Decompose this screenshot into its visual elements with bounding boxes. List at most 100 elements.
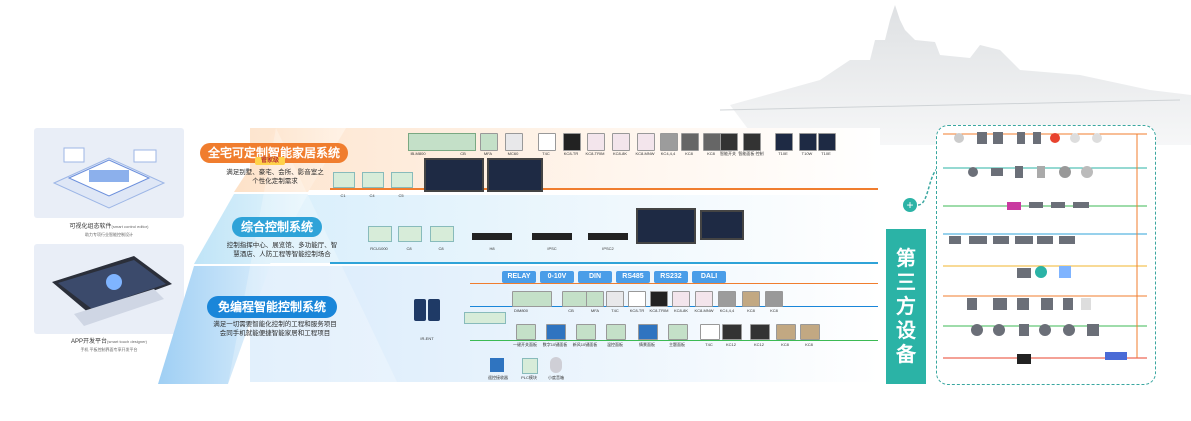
level1-desc-line2: 个性化定制需求	[252, 178, 298, 185]
third-party-device-diagram	[943, 132, 1147, 364]
row2-device-rcu	[368, 226, 392, 242]
row3-device-label: KC8	[747, 308, 755, 313]
app-sub: 手机 平板控制界面专享开发平台	[80, 347, 138, 352]
row1-device-label: KC8	[707, 151, 715, 156]
row3-bottom-device	[700, 324, 720, 340]
row3-bottom-label: KC12	[725, 342, 736, 347]
row3-device	[606, 291, 624, 307]
smart-speaker	[550, 357, 562, 373]
row1-device-label: KC8-MNW	[635, 151, 655, 156]
phone-icon	[414, 299, 426, 321]
row1-module-c5	[391, 172, 413, 188]
level2-desc-line2: 慧酒店、人防工程等智能控制场合	[233, 251, 331, 258]
row3-more-1: PLC模块	[521, 375, 537, 380]
smart-touch-designer-caption: APP开发平台(smart touch designer) 手机 平板控制界面专…	[34, 338, 184, 354]
row3-bottom-device	[776, 324, 796, 340]
row1-device	[799, 133, 817, 151]
level3-desc-line2: 会同手机就能便捷智能家居和工程项目	[219, 330, 331, 337]
row2-device-c8b	[430, 226, 454, 242]
protocol-relay: RELAY	[502, 271, 536, 283]
row3-bottom-label: 情景面板	[639, 342, 655, 347]
level3-desc: 满足一切需要智能化控制的工程和服务项目会同手机就能便捷智能家居和工程项目	[200, 320, 350, 338]
editor-title-en: (smart control editor)	[111, 224, 149, 229]
tablet-illustration	[52, 256, 172, 326]
row1-device	[818, 133, 836, 151]
protocol-din: DIN	[578, 271, 612, 283]
level1-tag: 管家级	[255, 157, 285, 165]
level2-desc-line1: 控制指挥中心、展览馆、多功能厅、智	[226, 242, 338, 249]
row3-bottom-device	[800, 324, 820, 340]
row1-device-label: KC8-TRIM	[585, 151, 605, 156]
row3-bottom-label: KC8	[781, 342, 789, 347]
app-title: APP开发平台	[70, 339, 107, 345]
row3-bottom-device	[516, 324, 536, 340]
row3-bottom-device	[638, 324, 658, 340]
row1-device	[538, 133, 556, 151]
row3-device	[628, 291, 646, 307]
row3-bottom-label: 温控面板	[607, 342, 623, 347]
row3-bottom-device	[546, 324, 566, 340]
isometric-editor-illustration	[52, 147, 166, 209]
row3-bottom-device	[576, 324, 596, 340]
row3-bottom-label: 新风10键面板	[572, 342, 598, 347]
level3-relay-line	[470, 283, 878, 284]
ship-background-illustration	[719, 5, 1191, 145]
row3-device	[765, 291, 783, 307]
row2-device-h8	[472, 233, 512, 240]
row3-device-label: KC8-TR	[629, 308, 645, 313]
row3-device-label: T4C	[611, 308, 619, 313]
row3-more-0: 遥控接收器	[488, 375, 508, 380]
row2-label-2: C8	[438, 246, 444, 251]
gateway-label: IR-ENT	[420, 336, 434, 341]
level1-desc-line1: 满足别墅、豪宅、会所、影音室之	[226, 169, 324, 176]
row3-device	[695, 291, 713, 307]
row3-bottom-label: 一键开关面板	[513, 342, 537, 347]
third-party-char-4: 备	[896, 344, 916, 366]
row1-sub-label-1: C4	[369, 193, 375, 198]
row3-bottom-device	[722, 324, 742, 340]
level1-desc: 满足别墅、豪宅、会所、影音室之个性化定制需求	[215, 168, 335, 186]
phone-icon	[428, 299, 440, 321]
row1-device-label: MFA	[483, 151, 493, 156]
third-party-label: 第 三 方 设 备	[886, 229, 926, 384]
row3-bottom-label: T4C	[705, 342, 713, 347]
row2-label-0: RCU1000	[370, 246, 388, 251]
row3-bottom-label: 主题面板	[669, 342, 685, 347]
row1-device	[563, 133, 581, 151]
protocol-rs485: RS485	[616, 271, 650, 283]
row2-device-ipsc	[532, 233, 572, 240]
row1-device	[480, 133, 498, 151]
row3-device-label: CB	[568, 308, 574, 313]
row1-device	[681, 133, 699, 151]
row1-device	[612, 133, 630, 151]
smart-touch-designer-card	[34, 244, 184, 334]
row1-device-label: 智能开关	[720, 151, 736, 156]
row1-device	[660, 133, 678, 151]
row3-bottom-label: KC8	[805, 342, 813, 347]
third-party-char-3: 设	[896, 320, 916, 342]
row1-device-label: CB	[460, 151, 466, 156]
row3-device-label: MFA	[590, 308, 600, 313]
row3-bottom-device	[750, 324, 770, 340]
row1-device-label: T4C	[542, 151, 550, 156]
editor-sub: 助力专项行业智能控制设计	[85, 232, 133, 237]
level3-bus-line-green	[470, 340, 878, 341]
row1-device-label: KC4,4,4	[660, 151, 676, 156]
level2-band	[250, 195, 880, 263]
row1-touch-panel-a	[424, 158, 484, 192]
level2-title: 综合控制系统	[232, 217, 322, 237]
row3-device-label: DIM800	[513, 308, 528, 313]
row2-label-4: IPSC	[547, 246, 557, 251]
row3-device	[586, 291, 604, 307]
row3-device	[512, 291, 552, 307]
row2-touch-panel-a	[636, 208, 696, 244]
level3-desc-line1: 满足一切需要智能化控制的工程和服务项目	[213, 321, 337, 328]
row1-device-label: T10W	[801, 151, 813, 156]
app-title-en: (smart touch designer)	[107, 339, 148, 344]
row1-device-label: KC8-TR	[563, 151, 579, 156]
third-party-char-2: 方	[896, 296, 916, 318]
row1-device	[775, 133, 793, 151]
row3-device-label: KC8	[770, 308, 778, 313]
row1-device-label: T10E	[778, 151, 788, 156]
row1-device-label: KC8-8K	[612, 151, 627, 156]
